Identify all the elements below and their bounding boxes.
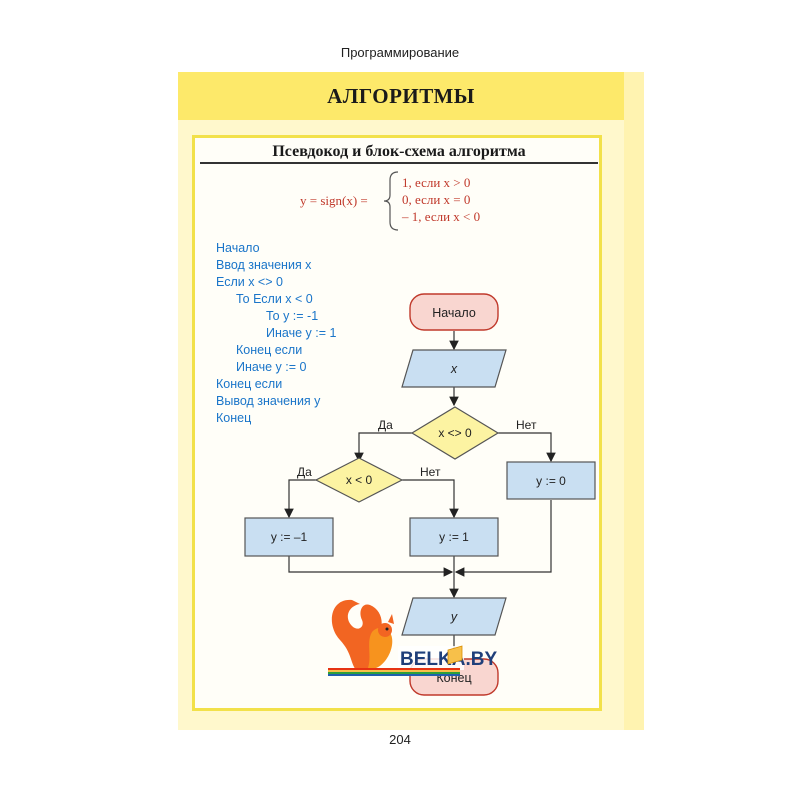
belka-logo: BELKA.BY [328,599,497,676]
connector [498,432,556,463]
pseudocode-line: Если x <> 0 [216,275,283,289]
pseudocode-line: Иначе y := 1 [266,326,337,340]
formula-lhs: y = sign(x) = [300,193,368,209]
decision-2-yes: Да [297,465,312,479]
connector [288,556,454,577]
chapter-banner: АЛГОРИТМЫ [178,72,624,120]
input-label: x [450,362,458,376]
output-block [401,597,507,636]
process-assign-pos-label: y := 1 [439,530,469,544]
process-assign-zero [506,461,596,500]
squirrel-icon [331,599,394,670]
connector [354,432,412,463]
process-assign-neg-label: y := –1 [271,530,308,544]
decision-1-no: Нет [516,418,537,432]
decision-1 [410,406,500,460]
connector [402,479,459,519]
formula-case-2: 0, если x = 0 [402,192,471,207]
formula-case-1: 1, если x > 0 [402,175,471,190]
process-assign-pos [409,517,499,557]
output-label: y [450,610,458,624]
pseudocode-line: Начало [216,241,260,255]
input-block [401,349,507,388]
start-terminal [409,293,499,331]
section-title: Псевдокод и блок-схема алгоритма [272,143,526,160]
process-assign-zero-label: y := 0 [536,474,566,488]
decision-2-no: Нет [420,465,441,479]
connector [284,479,317,519]
pseudocode-line: Конец [216,411,252,425]
decision-2-label: x < 0 [346,473,373,487]
pseudocode-line: Конец если [236,343,303,357]
process-assign-neg [244,517,334,557]
pseudocode-block: Начало Ввод значения x Если x <> 0 То Ес… [216,240,336,427]
section-rule [200,162,598,164]
formula-lhs-text: y = sign(x) = [300,193,368,208]
formula-case-3: – 1, если x < 0 [402,209,481,224]
pseudocode-line: Иначе y := 0 [236,360,307,374]
pseudocode-line: Конец если [216,377,283,391]
page-number: 204 [389,732,411,747]
start-label: Начало [432,306,476,320]
running-header: Программирование [340,45,460,60]
pseudocode-line: Ввод значения x [216,258,312,272]
decision-1-label: x <> 0 [438,426,472,440]
side-strip [624,72,644,730]
pseudocode-line: То Если x < 0 [236,292,313,306]
decision-1-yes: Да [378,418,393,432]
pseudocode-line: То y := -1 [266,309,319,323]
content-frame [192,135,602,711]
pseudocode-line: Вывод значения y [216,394,321,408]
connector [454,500,552,577]
decision-2 [314,457,404,503]
